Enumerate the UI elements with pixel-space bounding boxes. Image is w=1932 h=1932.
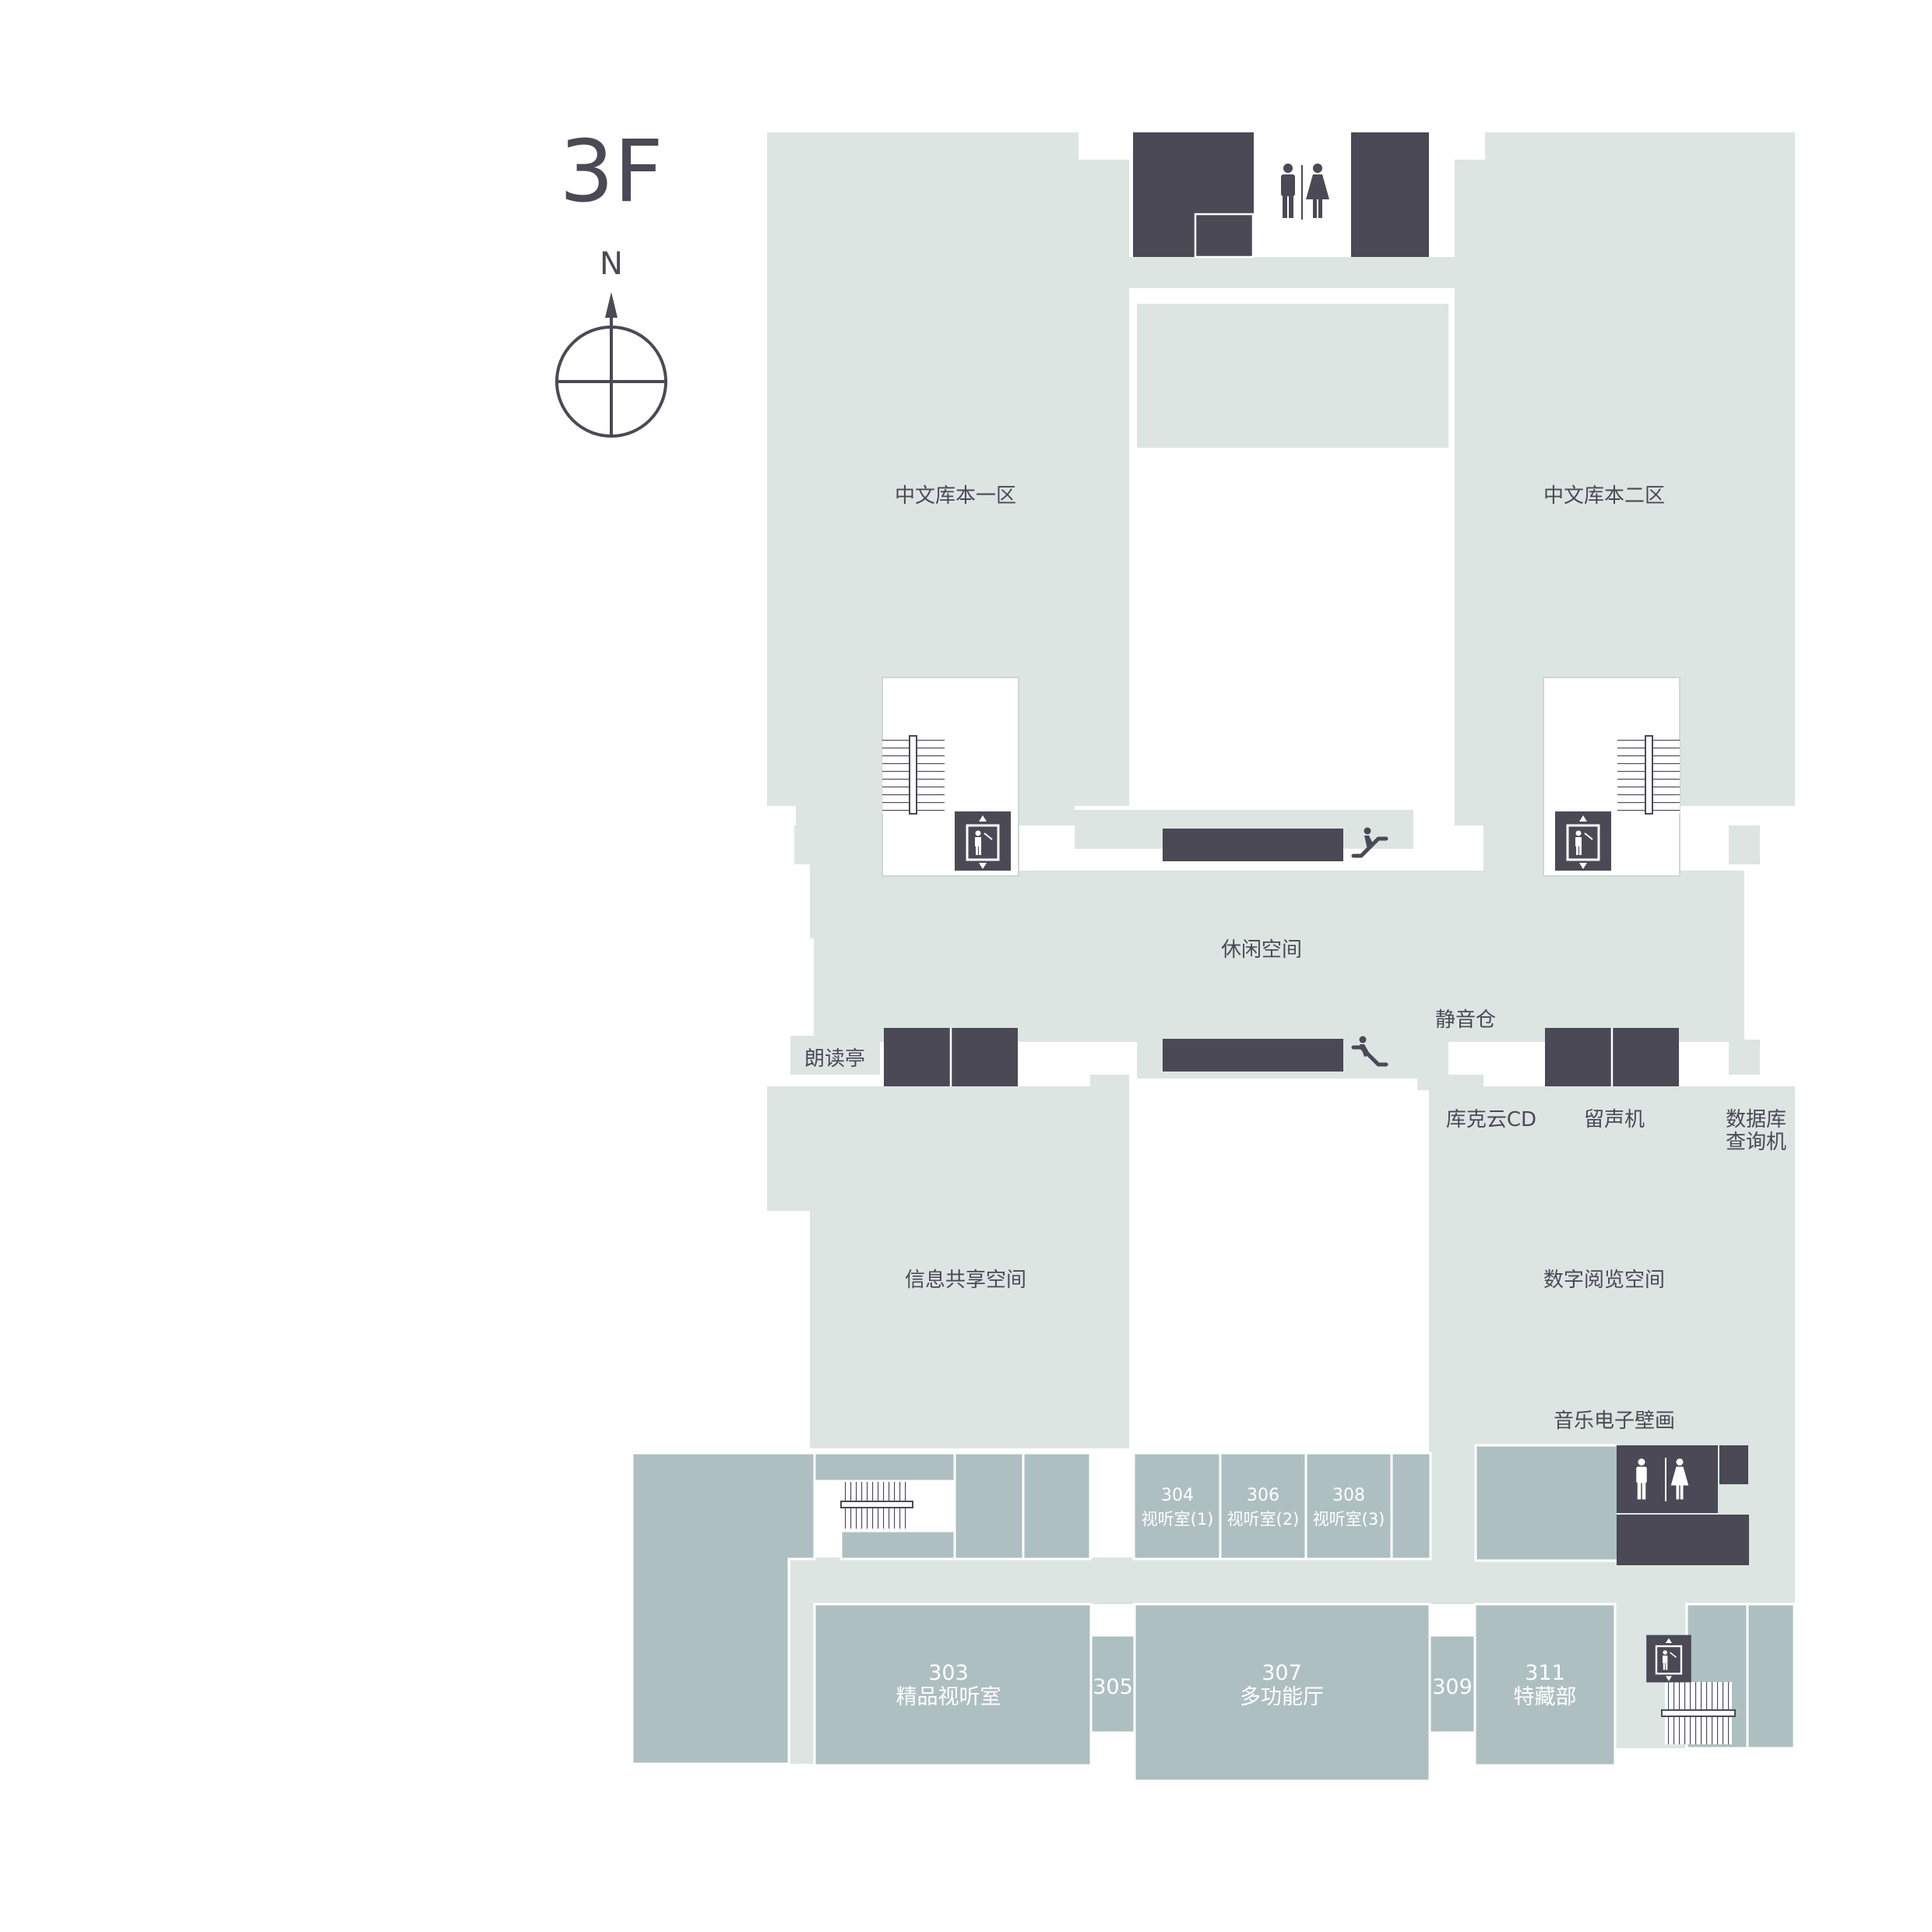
area-zhongwen-1: 中文库本一区 (895, 484, 1016, 508)
room-304-number: 304 (1161, 1486, 1194, 1505)
room-311-name: 特藏部 (1514, 1685, 1577, 1709)
room-305-number: 305 (1093, 1675, 1133, 1699)
elevator-icon (1554, 810, 1613, 872)
room-311-number: 311 (1525, 1661, 1565, 1685)
escalator-down-icon (1351, 1036, 1388, 1067)
room-308-name: 视听室(3) (1313, 1510, 1385, 1529)
area-music-mural: 音乐电子壁画 (1554, 1409, 1675, 1433)
room-308-number: 308 (1332, 1486, 1365, 1505)
compass: N (555, 246, 667, 438)
room-307-name: 多功能厅 (1240, 1685, 1324, 1709)
floor-label: 3F (559, 121, 663, 221)
room-303-number: 303 (928, 1661, 969, 1685)
area-silent-pod: 静音仓 (1435, 1008, 1496, 1032)
area-digital-reading: 数字阅览空间 (1543, 1269, 1665, 1292)
room-304-name: 视听室(1) (1142, 1510, 1214, 1529)
compass-north-label: N (600, 246, 623, 282)
area-kuke-cd: 库克云CD (1446, 1108, 1536, 1131)
area-labels: 中文库本一区 中文库本二区 休闲空间 静音仓 朗读亭 库克云CD 留声机 数据库… (804, 484, 1786, 1433)
elevator-icon (953, 810, 1012, 872)
area-reading-booth: 朗读亭 (804, 1047, 865, 1071)
room-309-number: 309 (1432, 1675, 1473, 1699)
facility-blocks (884, 132, 1749, 1565)
escalator-up-icon (1351, 827, 1388, 858)
area-info-commons: 信息共享空间 (905, 1269, 1026, 1292)
area-database-kiosk: 数据库 (1726, 1108, 1786, 1131)
room-303-name: 精品视听室 (896, 1685, 1001, 1709)
restroom-icon (1281, 164, 1329, 220)
wall-details (949, 213, 1614, 1086)
stairs-southwest (840, 1482, 913, 1529)
area-voice-recorder: 留声机 (1584, 1108, 1645, 1131)
room-306-number: 306 (1247, 1486, 1279, 1505)
stairs-southeast (1661, 1682, 1736, 1744)
area-database-kiosk-line2: 查询机 (1726, 1131, 1786, 1154)
area-zhongwen-2: 中文库本二区 (1543, 484, 1665, 508)
area-leisure: 休闲空间 (1221, 938, 1302, 962)
elevator-icon (1645, 1634, 1693, 1684)
room-307-number: 307 (1262, 1661, 1302, 1685)
room-labels: 304 视听室(1) 306 视听室(2) 308 视听室(3) 303 精品视… (896, 1486, 1577, 1709)
room-306-name: 视听室(2) (1227, 1510, 1300, 1529)
north-arrow-icon (605, 292, 618, 318)
restroom-icon (1618, 1447, 1716, 1511)
